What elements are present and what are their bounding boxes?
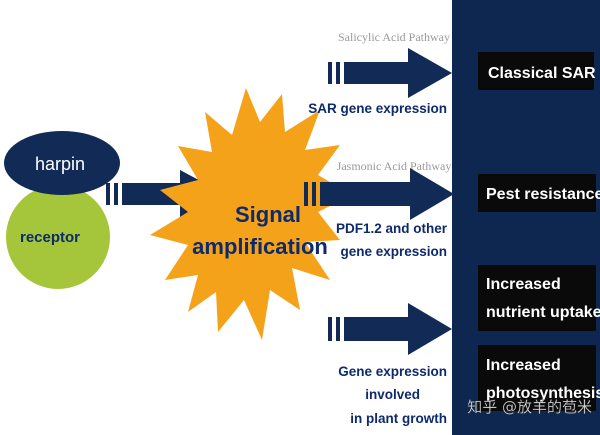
arrow-sar-pathway: [328, 48, 452, 98]
harpin-ellipse: [4, 131, 120, 195]
nutrient-uptake-box: [478, 265, 596, 331]
arrow-growth-pathway: [328, 303, 452, 355]
signal-starburst: [150, 88, 352, 340]
watermark: 知乎 @放羊的苞米: [467, 398, 592, 416]
pdf-expression-line2: gene expression: [340, 244, 447, 259]
sar-expression-label: SAR gene expression: [308, 101, 447, 116]
photo-label-line1: Increased: [486, 357, 561, 374]
receptor-label: receptor: [20, 229, 80, 246]
receptor-circle: [6, 185, 110, 289]
pest-resistance-label: Pest resistance: [486, 186, 600, 203]
amplification-label: amplification: [192, 234, 328, 259]
nutrient-label-line1: Increased: [486, 276, 561, 293]
photo-label-line2: photosynthesis: [486, 385, 600, 402]
salicylic-pathway-label: Salicylic Acid Pathway: [338, 30, 450, 44]
photosynthesis-box: [478, 345, 596, 411]
growth-expression-line3: in plant growth: [350, 411, 447, 426]
jasmonic-pathway-label: Jasmonic Acid Pathway: [337, 159, 452, 173]
signal-label: Signal: [235, 202, 301, 227]
nutrient-label-line2: nutrient uptake: [486, 304, 600, 321]
pdf-expression-line1: PDF1.2 and other: [336, 221, 448, 236]
classical-sar-box: [478, 52, 594, 90]
classical-sar-label: Classical SAR: [488, 65, 596, 82]
harpin-label: harpin: [35, 154, 85, 174]
growth-expression-line2: involved: [365, 387, 420, 402]
growth-expression-line1: Gene expression: [338, 364, 447, 379]
pest-resistance-box: [478, 174, 596, 212]
arrow-jasmonic-pathway: [304, 168, 454, 220]
